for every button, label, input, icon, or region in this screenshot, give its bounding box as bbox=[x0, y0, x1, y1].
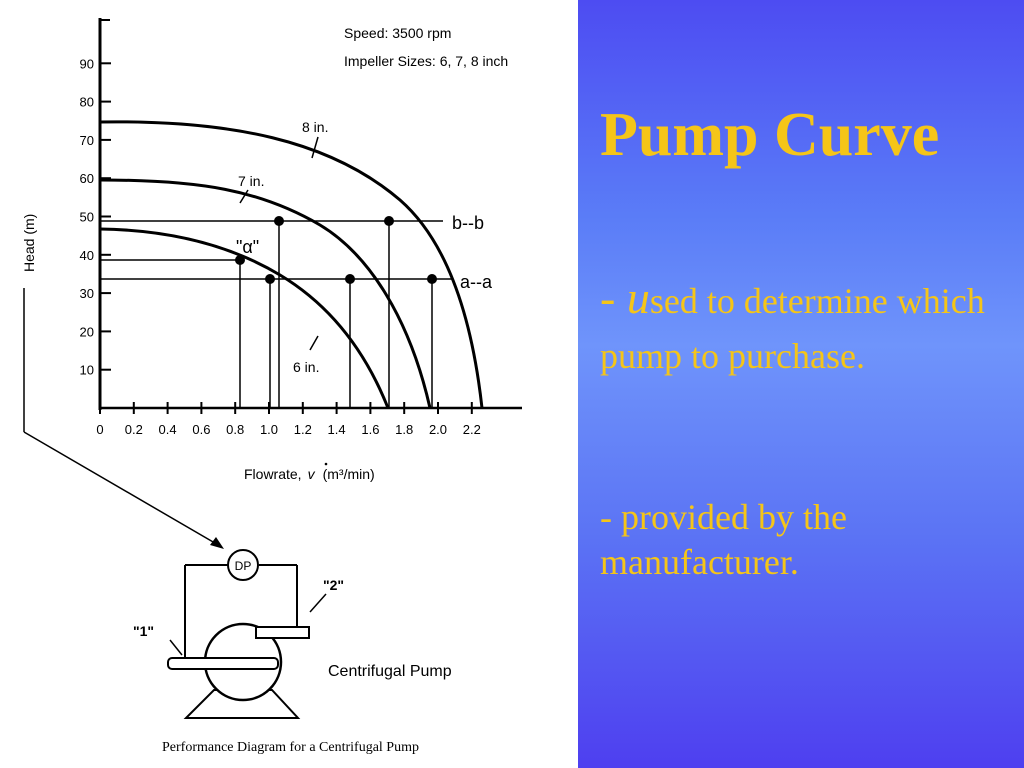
x-tick-label: 0 bbox=[96, 422, 103, 437]
port-2-label: "2" bbox=[323, 577, 344, 593]
pump-curve-figure: 10 20 30 40 50 60 70 80 90 0 0.2 0.4 0.6 0.8 1.0 1.2 1.… bbox=[21, 18, 522, 755]
curve-6-inch bbox=[99, 227, 390, 409]
y-axis-label: Head (m) bbox=[21, 214, 37, 272]
figure-caption: Performance Diagram for a Centrifugal Pu… bbox=[162, 740, 419, 755]
label-7-inch: 7 in. bbox=[238, 173, 264, 189]
x-tick-label: 0.2 bbox=[125, 422, 143, 437]
slide-title: Pump Curve bbox=[600, 101, 940, 169]
x-tick-label: 0.4 bbox=[159, 422, 177, 437]
x-tick-label: 2.0 bbox=[429, 422, 447, 437]
curve-8-inch bbox=[99, 120, 484, 409]
x-tick-label: 1.6 bbox=[361, 422, 379, 437]
y-tick-label: 30 bbox=[80, 286, 94, 301]
x-tick-label: 2.2 bbox=[463, 422, 481, 437]
pump-curve-diagram: 10 20 30 40 50 60 70 80 90 0 0.2 0.4 0.6 0.8 1.0 1.2 1.… bbox=[21, 18, 522, 755]
y-tick-label: 90 bbox=[80, 56, 94, 71]
point-8in-bb bbox=[384, 216, 394, 226]
bullet-1: - used to determine which pump to purcha… bbox=[600, 272, 985, 376]
impeller-sizes-label: Impeller Sizes: 6, 7, 8 inch bbox=[344, 53, 508, 69]
port-1-label: "1" bbox=[133, 623, 154, 639]
arrow-head bbox=[210, 537, 224, 549]
x-tick-label: 0.8 bbox=[226, 422, 244, 437]
label-b-b: b--b bbox=[452, 213, 484, 233]
label-alpha: "α" bbox=[236, 237, 259, 257]
y-tick-label: 70 bbox=[80, 133, 94, 148]
point-alpha bbox=[235, 255, 245, 265]
x-tick-label: 1.0 bbox=[260, 422, 278, 437]
x-tick-label: 1.2 bbox=[294, 422, 312, 437]
point-6in-aa-left bbox=[265, 274, 275, 284]
speed-label: Speed: 3500 rpm bbox=[344, 25, 451, 41]
x-tick-label: 1.4 bbox=[328, 422, 346, 437]
x-tick-label: 0.6 bbox=[192, 422, 210, 437]
x-axis-ticks: 0 0.2 0.4 0.6 0.8 1.0 1.2 1.4 1.6 1.8 2.0 2.2 bbox=[96, 402, 481, 437]
y-tick-label: 20 bbox=[80, 324, 94, 339]
pump-discharge bbox=[255, 626, 310, 639]
y-tick-label: 40 bbox=[80, 248, 94, 263]
x-axis-label: Flowrate,v(m³/min) bbox=[244, 466, 375, 482]
point-7in-aa bbox=[345, 274, 355, 284]
pump-suction bbox=[167, 657, 279, 670]
x-tick-label: 1.8 bbox=[395, 422, 413, 437]
label-6-inch: 6 in. bbox=[293, 359, 319, 375]
label-8-inch: 8 in. bbox=[302, 119, 328, 135]
point-7in-bb bbox=[274, 216, 284, 226]
y-tick-label: 60 bbox=[80, 171, 94, 186]
y-axis-ticks: 10 20 30 40 50 60 70 80 90 bbox=[80, 56, 111, 378]
pump-schematic: DP "2" "1" Centrifugal Pump bbox=[133, 549, 452, 719]
curve-7-inch bbox=[99, 178, 432, 409]
pump-name: Centrifugal Pump bbox=[328, 663, 452, 680]
point-8in-aa bbox=[427, 274, 437, 284]
bullet-2: - provided by the manufacturer. bbox=[600, 497, 847, 582]
y-tick-label: 50 bbox=[80, 210, 94, 225]
dp-label: DP bbox=[235, 559, 252, 573]
y-tick-label: 10 bbox=[80, 363, 94, 378]
label-a-a: a--a bbox=[460, 272, 493, 292]
slide-text-panel: Pump Curve - used to determine which pum… bbox=[578, 0, 1024, 768]
dp-gauge bbox=[227, 549, 259, 581]
y-tick-label: 80 bbox=[80, 95, 94, 110]
